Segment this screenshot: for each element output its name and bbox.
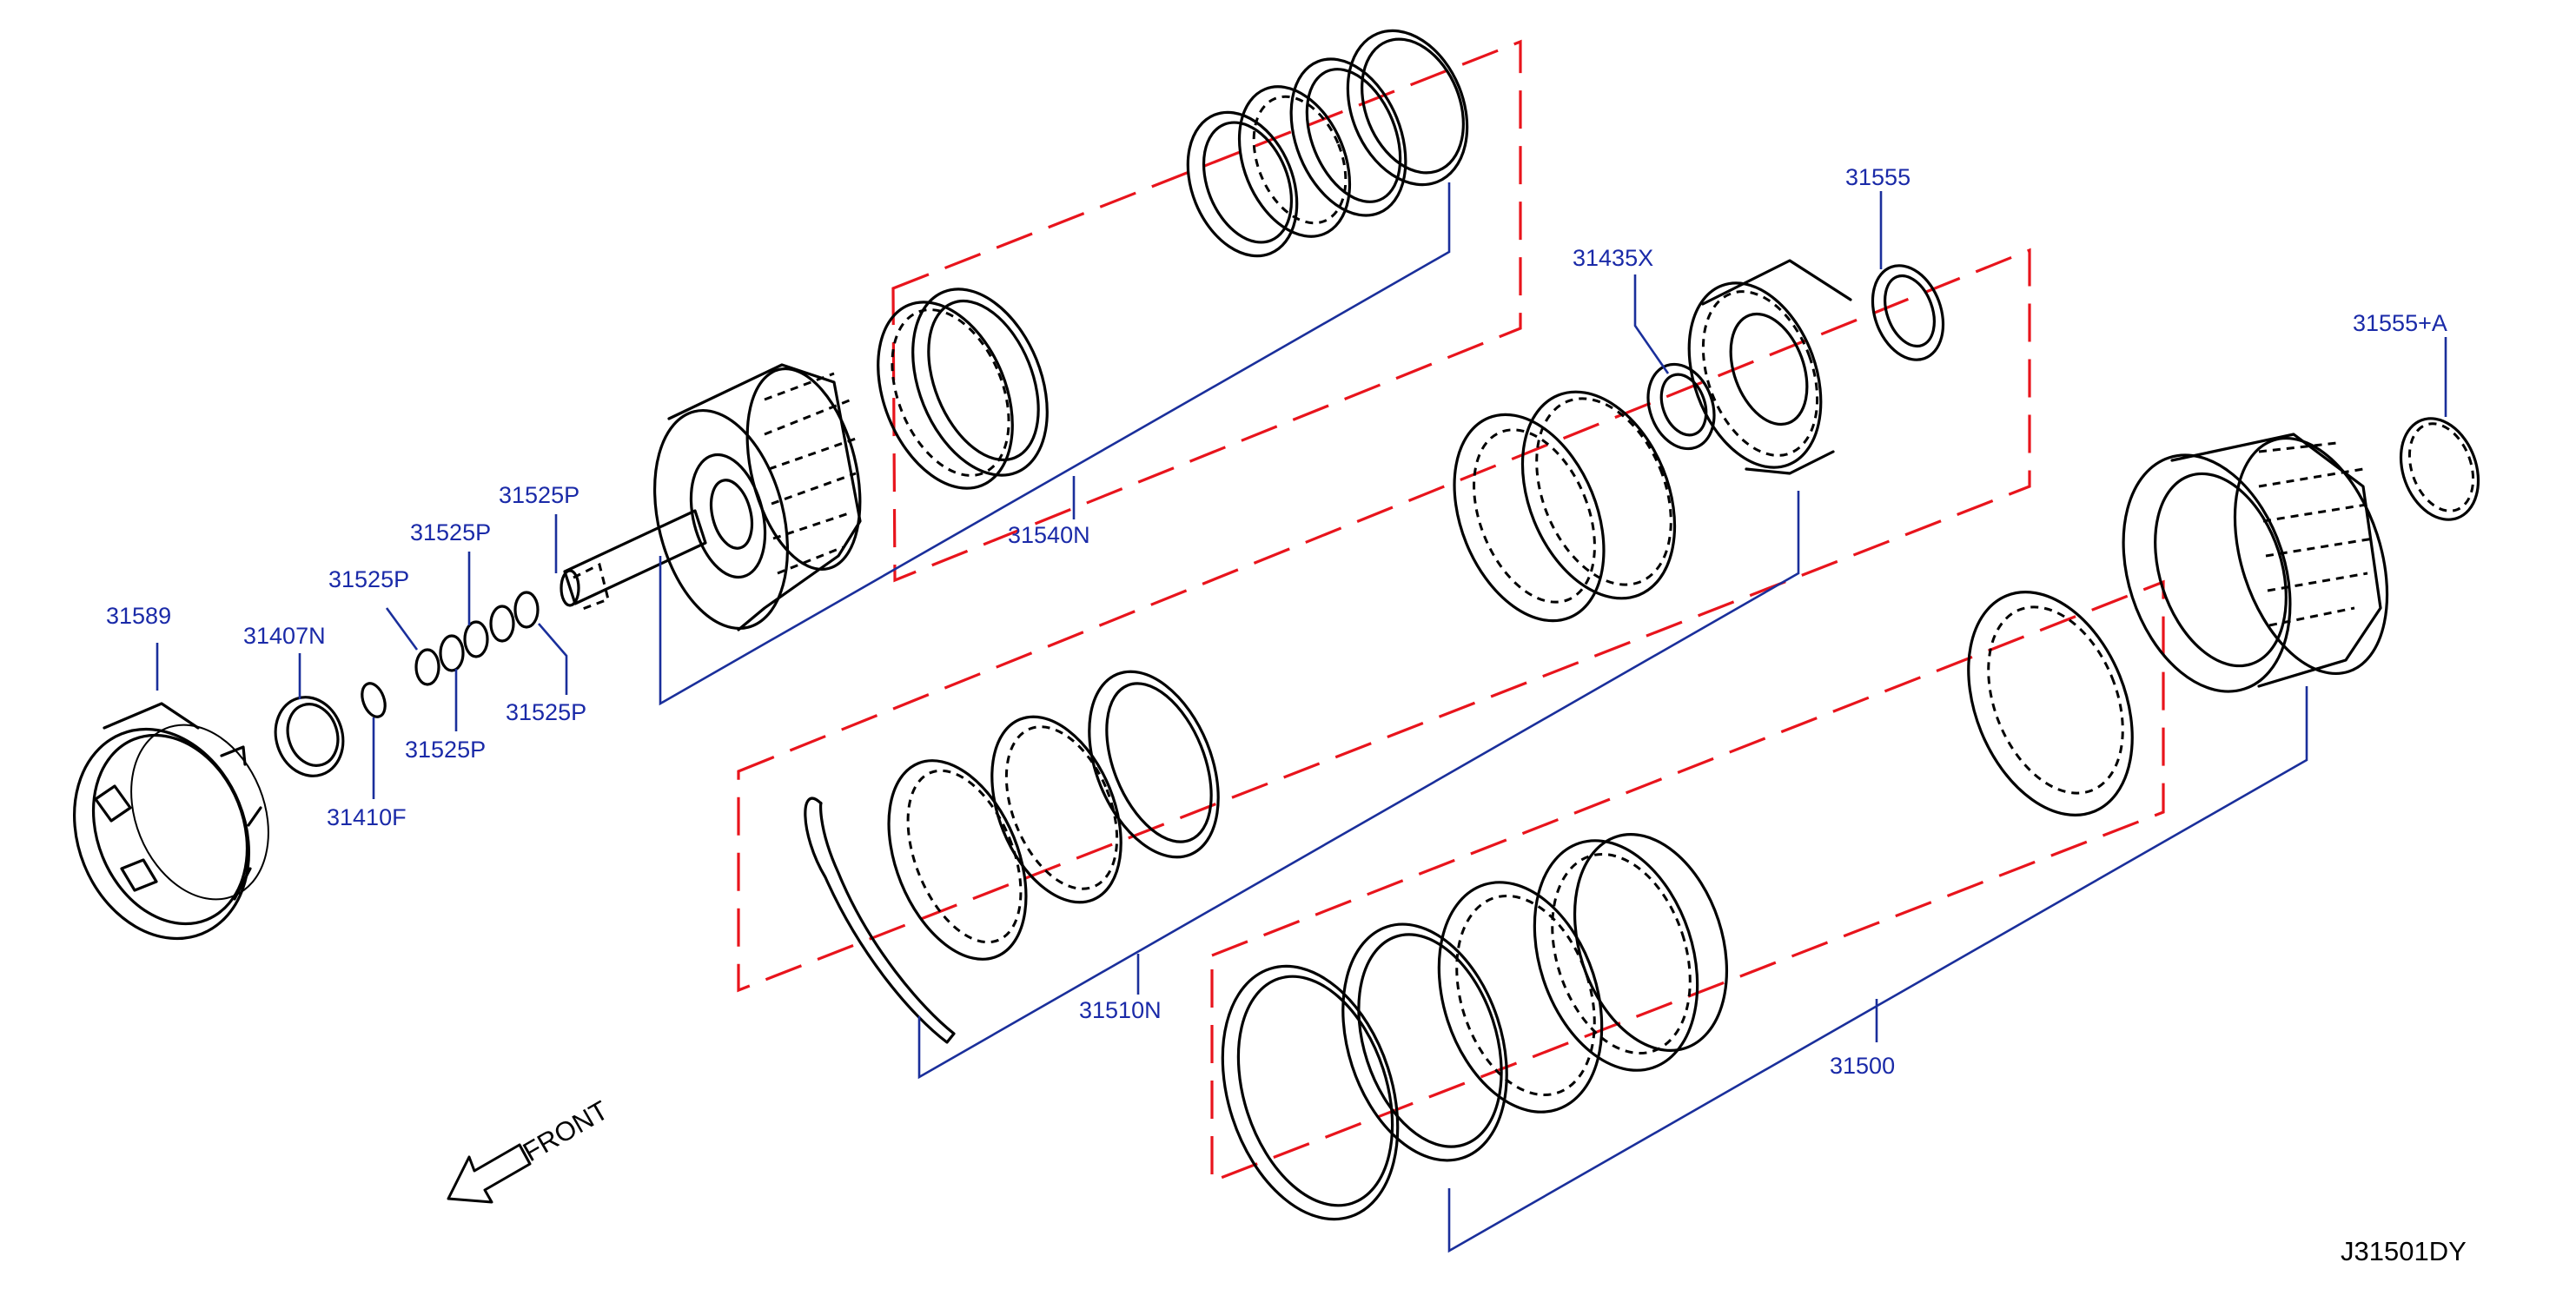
part-31410f-ring [361, 682, 387, 718]
callout-31525p-c: 31525P [499, 482, 579, 508]
callout-31525p-b: 31525P [410, 519, 491, 545]
callout-31525p-e: 31525P [405, 737, 486, 763]
front-indicator: FRONT [447, 1094, 613, 1204]
callout-31555: 31555 [1845, 164, 1910, 190]
front-arrow-icon [447, 1143, 532, 1204]
part-31555-bearing [1871, 264, 1945, 361]
callout-31525p-a: 31525P [328, 566, 409, 592]
leader-31510n [917, 491, 1800, 1080]
callout-31500: 31500 [1830, 1053, 1895, 1079]
callout-31540n: 31540N [1008, 522, 1090, 548]
leader-31525p-a [385, 607, 419, 651]
callout-31525p-d: 31525P [506, 699, 586, 725]
leader-31540n [659, 182, 1451, 706]
part-31435x-hub [1646, 259, 1852, 475]
callout-31435x: 31435X [1573, 245, 1653, 271]
callout-31510n: 31510N [1079, 997, 1162, 1023]
part-31407n-washer [274, 696, 345, 777]
part-31540n-drum-shaft [560, 29, 1469, 631]
callout-31407n: 31407N [243, 623, 326, 649]
part-31510n-clutch-pack [804, 390, 1677, 1044]
callout-31410f: 31410F [327, 804, 407, 830]
callout-labels: 31589 31407N 31410F 31525P 31525P 31525P… [106, 164, 2447, 1079]
group-outline-31540n [891, 39, 1522, 583]
leader-31435x [1633, 274, 1670, 374]
callout-31589: 31589 [106, 603, 171, 629]
part-31589-ring [72, 702, 269, 941]
part-31525p-seal-rings [414, 591, 540, 686]
front-label: FRONT [518, 1094, 613, 1167]
diagram-reference-code: J31501DY [2341, 1236, 2467, 1266]
group-outline-31500 [1210, 579, 2165, 1184]
leader-31525p-d [538, 623, 568, 695]
part-31500-clutch-drum [1221, 433, 2389, 1221]
leader-31500 [1447, 686, 2308, 1253]
group-outline-31510n [737, 248, 2031, 993]
callout-31555a: 31555+A [2353, 310, 2447, 336]
leader-lines [156, 182, 2447, 1253]
part-31555a-bearing [2399, 417, 2480, 521]
